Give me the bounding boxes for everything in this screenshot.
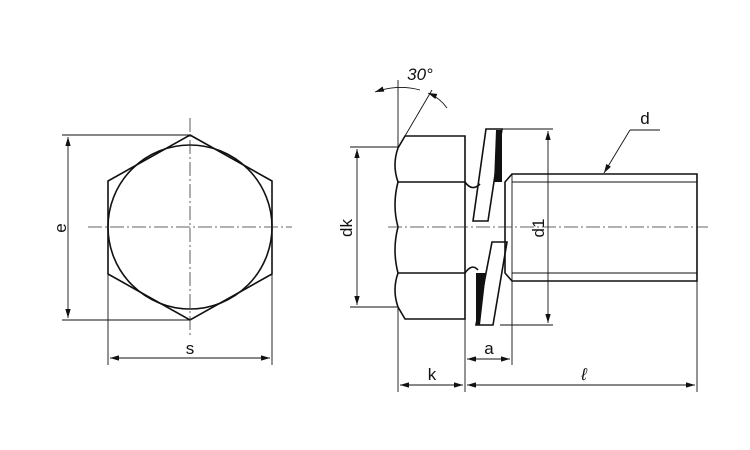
angle-arc [427, 92, 448, 109]
bolt-side-view: dk d1 d 30° a k ℓ [337, 65, 708, 392]
label-dk: dk [337, 219, 356, 237]
underhead-fillet [464, 181, 481, 274]
label-s: s [186, 339, 195, 358]
hex-head-end-view: e s [51, 118, 292, 365]
label-angle: 30° [407, 65, 433, 84]
label-e: e [51, 223, 70, 232]
leader-d [603, 129, 631, 174]
thread-lines [511, 174, 697, 281]
hex-head [394, 135, 466, 320]
label-a: a [484, 339, 494, 358]
label-d1: d1 [529, 219, 548, 238]
hex-edges [398, 181, 465, 274]
label-d: d [640, 109, 649, 128]
label-l: ℓ [580, 365, 587, 384]
label-k: k [428, 365, 437, 384]
spring-washer-upper [472, 128, 503, 222]
